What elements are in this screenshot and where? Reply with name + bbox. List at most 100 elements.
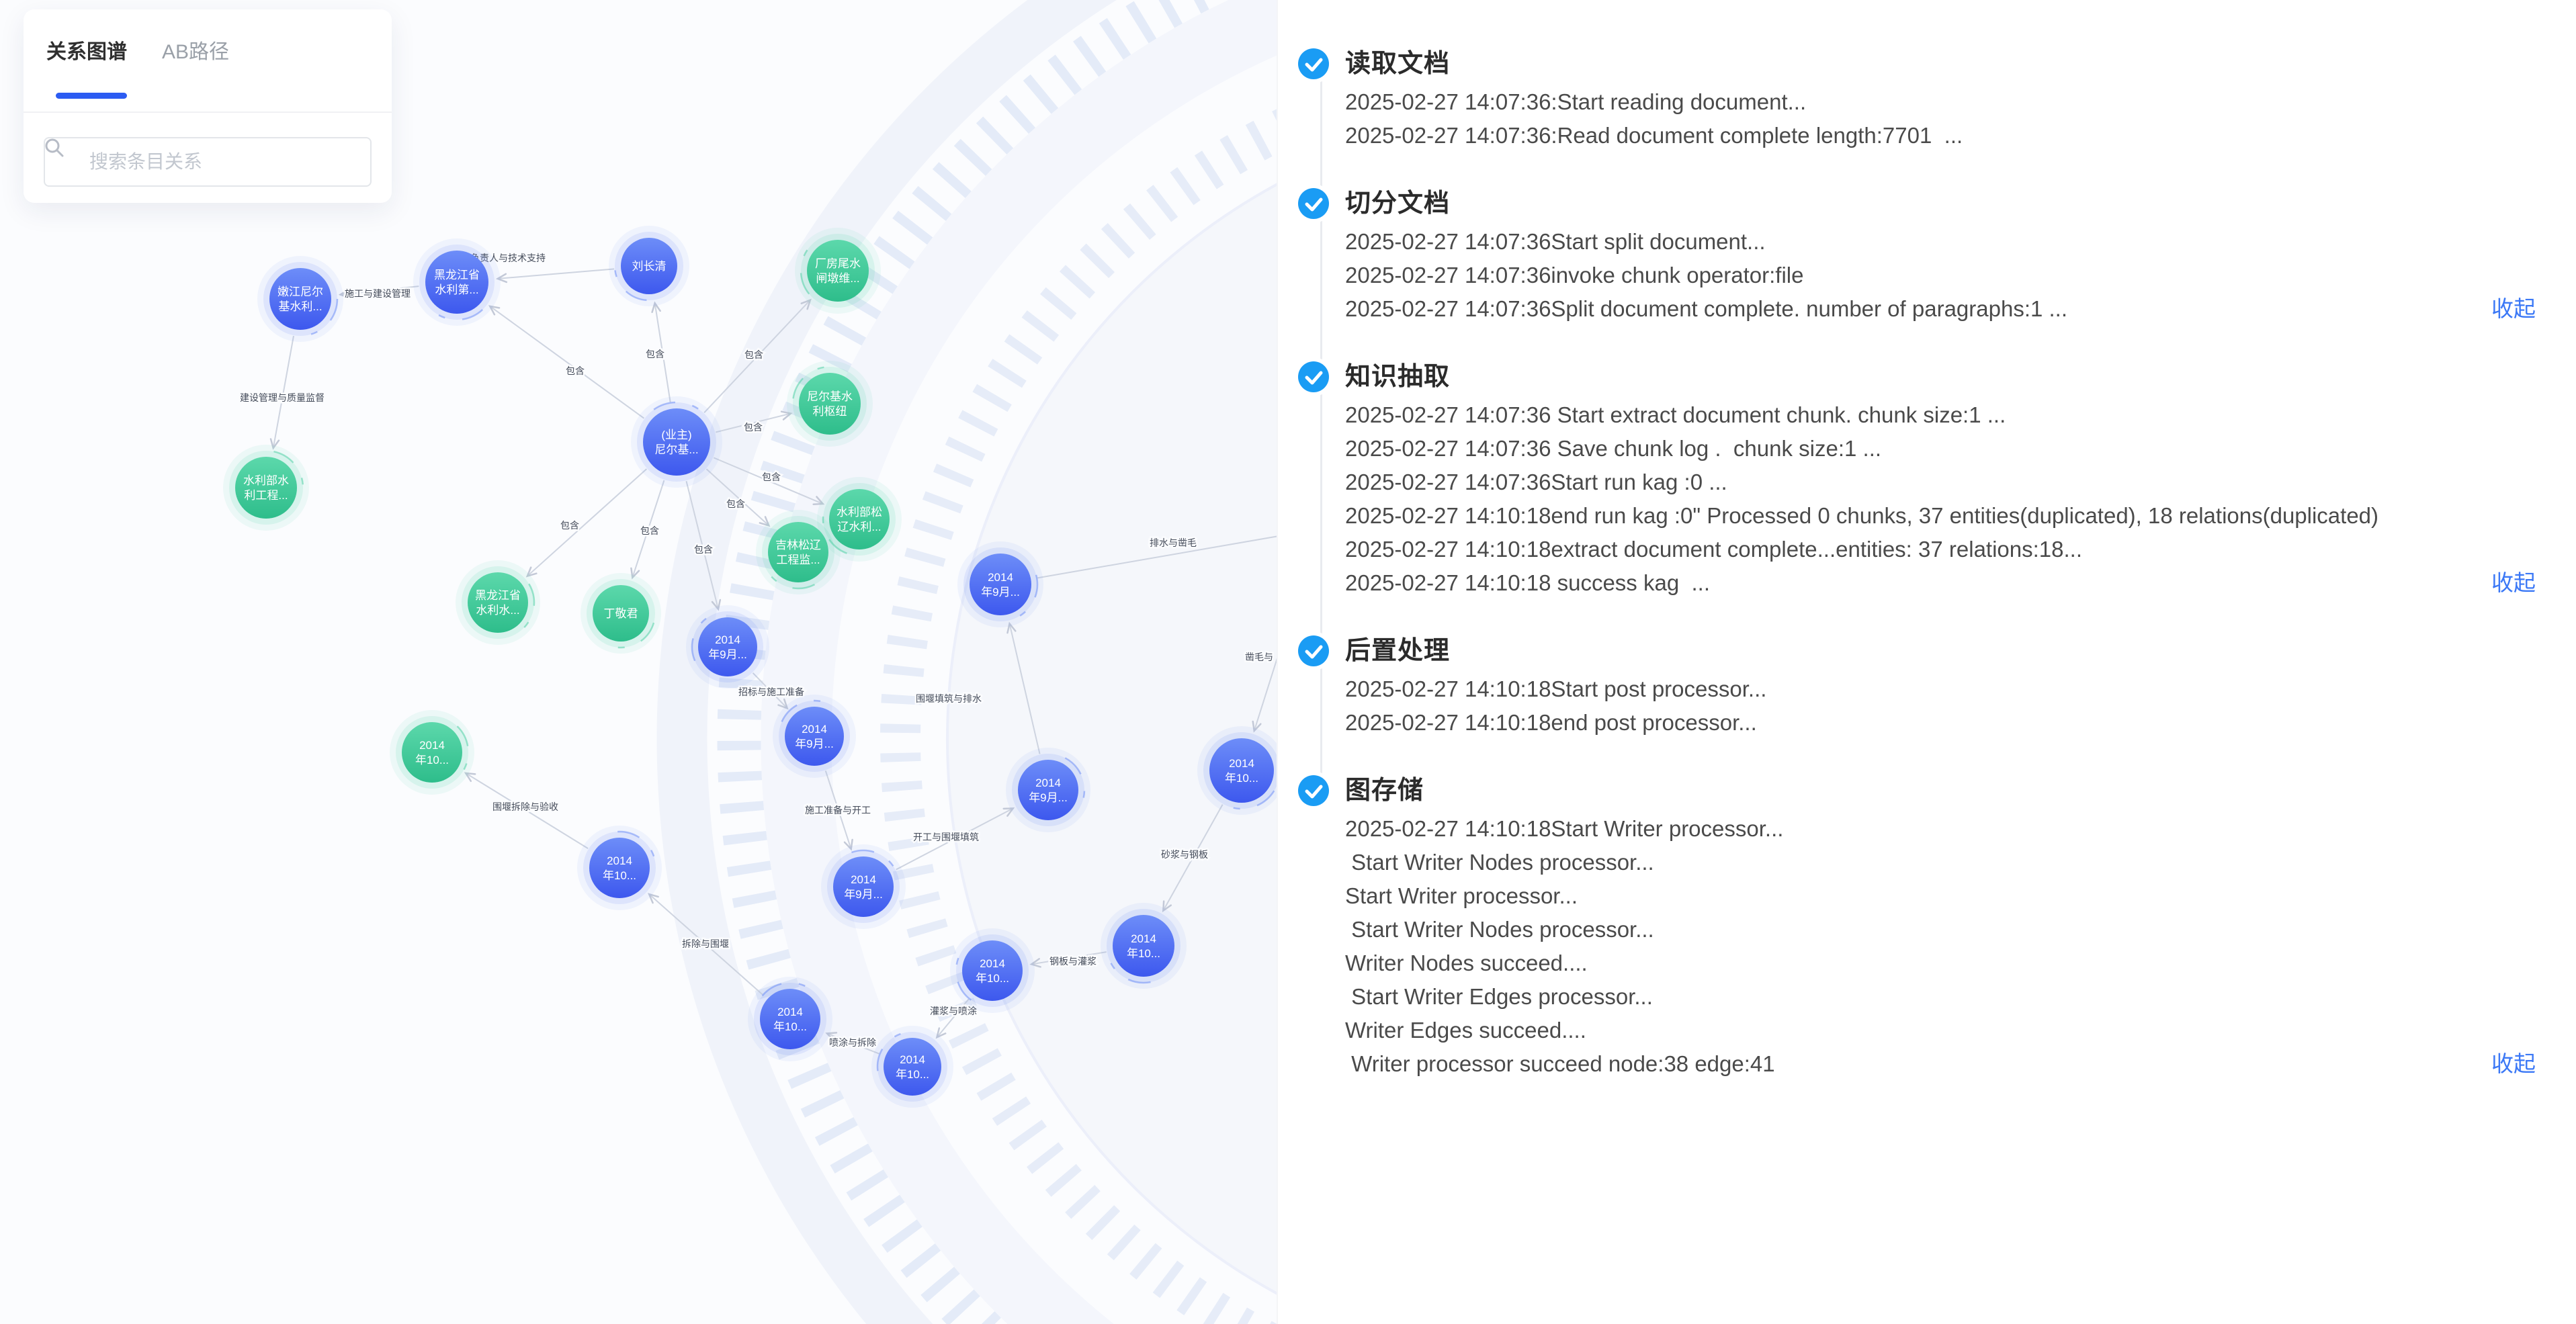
edge-label: 钢板与灌浆: [1049, 956, 1097, 967]
tab-ab-path[interactable]: AB路径: [162, 41, 230, 63]
graph-node[interactable]: 水利部松辽水利...: [813, 473, 906, 566]
log-line: 2025-02-27 14:10:18end post processor...: [1345, 710, 1757, 735]
edge-label: 包含: [560, 520, 579, 531]
log-line: 2025-02-27 14:07:36 Save chunk log . chu…: [1345, 436, 1882, 461]
log-line: 2025-02-27 14:10:18Start post processor.…: [1345, 676, 1767, 701]
node-label: 厂房尾水闸墩维...: [815, 257, 861, 285]
log-line: 2025-02-27 14:07:36:Read document comple…: [1345, 123, 1963, 148]
pipeline-step: 切分文档 2025-02-27 14:07:36Start split docum…: [1298, 188, 2536, 326]
graph-node[interactable]: (业主)尼尔基...: [621, 387, 732, 497]
graph-node[interactable]: 黑龙江省水利水...: [448, 553, 548, 652]
graph-node[interactable]: 刘长清: [609, 226, 689, 306]
node-label: (业主)尼尔基...: [654, 429, 698, 456]
edge-arrow-icon: [780, 410, 793, 421]
step-complete-check-icon: [1298, 48, 1329, 79]
graph-canvas[interactable]: 施工与建设管理技术负责人与技术支持建设管理与质量监督包含包含包含包含包含包含包含…: [0, 0, 1277, 1324]
edge-label: 施工准备与开工: [805, 805, 871, 815]
edge-label: 凿毛与: [1245, 652, 1273, 662]
log-line: 2025-02-27 14:10:18end run kag :0" Proce…: [1345, 503, 2379, 528]
edge-label: 包含: [640, 525, 659, 536]
edge-label: 灌浆与喷涂: [930, 1006, 977, 1016]
graph-node[interactable]: 吉林松辽工程监...: [749, 503, 847, 601]
node-label: 黑龙江省水利水...: [475, 589, 521, 617]
edge-arrow-icon: [525, 566, 538, 578]
graph-edge: 包含: [630, 480, 665, 580]
edge-arrow-icon: [464, 772, 476, 783]
step-title: 知识抽取: [1345, 363, 1451, 391]
edge-label: 拆除与围堰: [682, 938, 729, 949]
graph-node[interactable]: 尼尔基水利枢纽: [787, 361, 873, 447]
node-label: 黑龙江省水利第...: [434, 269, 480, 296]
graph-edge: 施工与建设管理: [338, 285, 419, 301]
node-label: 刘长清: [632, 260, 667, 273]
search-input[interactable]: [44, 137, 372, 187]
edge-label: 开工与围堰填筑: [913, 832, 979, 842]
graph-node[interactable]: 丁敬君: [578, 571, 663, 656]
graph-edge: 施工准备与开工: [804, 770, 873, 851]
node-label: 水利部水利工程...: [243, 474, 289, 502]
collapse-link[interactable]: 收起: [2491, 570, 2536, 595]
edge-arrow-icon: [711, 599, 722, 611]
graph-edge: 围堰拆除与验收: [464, 772, 589, 849]
step-complete-check-icon: [1298, 775, 1329, 806]
step-title: 图存储: [1345, 777, 1424, 805]
log-line: 2025-02-27 14:07:36Start split document.…: [1345, 229, 1766, 254]
graph-tabs: 关系图谱 AB路径: [24, 9, 392, 99]
log-line: Writer Nodes succeed....: [1345, 951, 1588, 975]
collapse-link[interactable]: 收起: [2491, 296, 2536, 321]
edge-arrow-icon: [1162, 900, 1172, 913]
log-line: Start Writer Nodes processor...: [1345, 850, 1654, 875]
step-title: 切分文档: [1345, 189, 1451, 218]
step-title: 后置处理: [1345, 637, 1451, 665]
node-label: 尼尔基水利枢纽: [807, 390, 853, 418]
edge-arrow-icon: [1029, 958, 1041, 968]
graph-node[interactable]: 厂房尾水闸墩维...: [786, 219, 890, 323]
edge-arrow-icon: [488, 305, 501, 316]
log-line: 2025-02-27 14:07:36Start run kag :0 ...: [1345, 470, 1727, 494]
tab-relation-graph[interactable]: 关系图谱: [46, 41, 127, 63]
graph-edge: 喷涂与拆除: [825, 1032, 879, 1055]
pipeline-step: 后置处理 2025-02-27 14:10:18Start post proces…: [1298, 635, 2536, 740]
edge-label: 包含: [566, 365, 585, 376]
node-label: 丁敬君: [604, 607, 638, 620]
graph-edge: 包含: [685, 480, 722, 611]
graph-edge: 包含: [705, 468, 771, 527]
log-line: Writer Edges succeed....: [1345, 1018, 1586, 1043]
graph-edge: 砂浆与钢板: [1160, 804, 1223, 913]
node-label: 水利部松辽水利...: [836, 506, 882, 533]
graph-edge: 排水与凿毛: [1037, 536, 1277, 579]
edge-arrow-icon: [825, 1032, 838, 1041]
step-complete-check-icon: [1298, 361, 1329, 392]
edge-arrow-icon: [759, 516, 771, 527]
graph-edge: 包含: [644, 301, 671, 402]
graph-node[interactable]: 嫩江尼尔基水利...: [257, 256, 343, 342]
graph-node[interactable]: 黑龙江省水利第...: [404, 229, 510, 335]
edge-arrow-icon: [843, 838, 853, 851]
collapse-link[interactable]: 收起: [2491, 1051, 2536, 1076]
graph-edge: 灌浆与喷涂: [929, 998, 979, 1039]
edge-arrow-icon: [800, 298, 812, 310]
log-line: 2025-02-27 14:07:36:Start reading docume…: [1345, 89, 1807, 114]
graph-node[interactable]: 水利部水利工程...: [222, 444, 310, 531]
edge-label: 建设管理与质量监督: [240, 392, 325, 403]
